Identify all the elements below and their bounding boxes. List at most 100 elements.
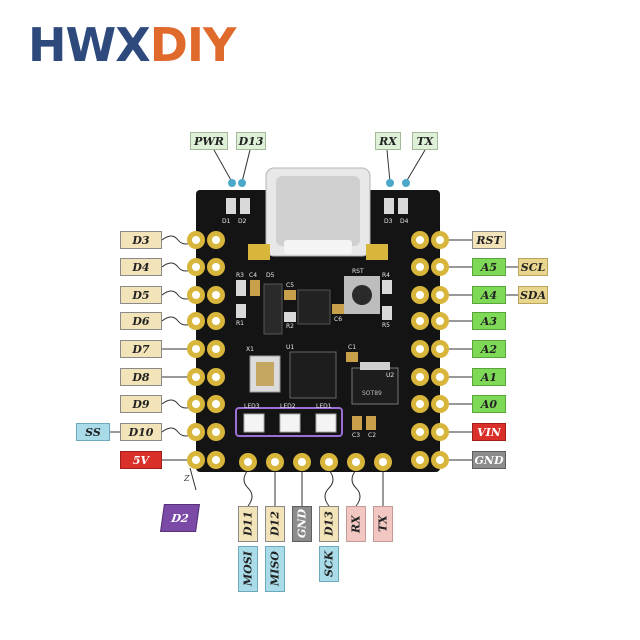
silk-u2: U2 <box>386 372 395 379</box>
silk-c1: C1 <box>348 344 357 351</box>
pad-inner-right-rst-hole <box>416 236 424 244</box>
top-leader-lines <box>213 149 426 183</box>
silk-c5: C5 <box>286 282 295 289</box>
led-d3 <box>384 198 394 214</box>
rgb-led3 <box>243 413 265 433</box>
tx-led-marker <box>402 179 410 187</box>
hwx-diy-logo: HWXDIY <box>28 18 236 72</box>
label-pwr: PWR <box>190 132 228 150</box>
pad-outer-right-vin-hole <box>436 428 444 436</box>
silk-led1: LED1 <box>316 403 332 410</box>
resistor-r2 <box>284 312 296 322</box>
pad-inner-left-5v-hole <box>212 456 220 464</box>
label-d7: D7 <box>120 340 162 358</box>
silk-led3: LED3 <box>244 403 260 410</box>
label-a2: A2 <box>472 340 506 358</box>
pad-inner-right-a4-hole <box>416 291 424 299</box>
silk-rst: RST <box>352 268 364 275</box>
right-pad-column <box>411 231 449 469</box>
label-a5: A5 <box>472 258 506 276</box>
bottom-leader-lines <box>189 467 384 507</box>
pwr-led-marker <box>228 179 236 187</box>
silk-r2: R2 <box>286 323 294 330</box>
label-miso: MISO <box>265 546 285 592</box>
led-d2 <box>240 198 250 214</box>
silk-c2: C2 <box>368 432 377 439</box>
capacitor-c6 <box>332 304 344 314</box>
pad-inner-left-d4-hole <box>212 263 220 271</box>
rgb-led1 <box>315 413 337 433</box>
silk-sot89: SOT89 <box>362 390 382 397</box>
silk-d3: D3 <box>384 218 393 225</box>
resistor-r4 <box>382 280 392 294</box>
left-pad-column <box>187 231 225 469</box>
resistor-r3 <box>236 280 246 296</box>
pad-outer-right-gnd-hole <box>436 456 444 464</box>
regulator-tab <box>360 362 390 370</box>
silk-c6: C6 <box>334 316 343 323</box>
label-d9: D9 <box>120 395 162 413</box>
label-a3: A3 <box>472 312 506 330</box>
diode-d5 <box>263 283 283 335</box>
pad-inner-right-a2-hole <box>416 345 424 353</box>
pad-outer-left-d4-hole <box>192 263 200 271</box>
resistor-r1 <box>236 304 246 318</box>
pad-outer-left-d3-hole <box>192 236 200 244</box>
pad-outer-left-d7-hole <box>192 345 200 353</box>
pad-outer-right-a3-hole <box>436 317 444 325</box>
silk-d1: D1 <box>222 218 231 225</box>
pad-outer-right-rst-hole <box>436 236 444 244</box>
label-rx-bottom: RX <box>346 506 366 542</box>
pad-outer-left-d8-hole <box>192 373 200 381</box>
label-z: Z <box>184 474 190 483</box>
label-d8: D8 <box>120 368 162 386</box>
label-d5: D5 <box>120 286 162 304</box>
logo-part-1: HWX <box>28 18 151 72</box>
label-rst: RST <box>472 231 506 249</box>
chip-u-regulator <box>297 289 331 325</box>
pad-bottom-d12-1-hole <box>271 458 279 466</box>
label-d13-bottom: D13 <box>319 506 339 542</box>
silk-r4: R4 <box>382 272 390 279</box>
pad-inner-right-a1-hole <box>416 373 424 381</box>
pad-inner-left-d8-hole <box>212 373 220 381</box>
label-scl: SCL <box>518 258 548 276</box>
pad-outer-right-a4-hole <box>436 291 444 299</box>
capacitor-c4 <box>250 280 260 296</box>
label-d10: D10 <box>120 423 162 441</box>
silk-d4: D4 <box>400 218 409 225</box>
silk-c4: C4 <box>249 272 258 279</box>
capacitor-c5 <box>284 290 296 300</box>
pad-outer-left-d9-hole <box>192 400 200 408</box>
d13-led-marker <box>238 179 246 187</box>
pad-inner-left-d5-hole <box>212 291 220 299</box>
silk-r1: R1 <box>236 320 244 327</box>
label-gnd-bottom: GND <box>292 506 312 542</box>
pad-inner-right-a3-hole <box>416 317 424 325</box>
pad-bottom-gnd-2-hole <box>298 458 306 466</box>
mcu-u1 <box>289 351 337 399</box>
reset-button-cap <box>352 285 372 305</box>
led-d4 <box>398 198 408 214</box>
pad-inner-right-gnd-hole <box>416 456 424 464</box>
label-d11: D11 <box>238 506 258 542</box>
label-rx-top: RX <box>375 132 401 150</box>
pad-outer-left-5v-hole <box>192 456 200 464</box>
label-5v: 5V <box>120 451 162 469</box>
label-sck: SCK <box>319 546 339 582</box>
label-a1: A1 <box>472 368 506 386</box>
pad-bottom-d11-0-hole <box>244 458 252 466</box>
usb-shield-pad-right <box>366 244 388 260</box>
usb-shield-pad-left <box>248 244 270 260</box>
label-d13-top: D13 <box>236 132 266 150</box>
capacitor-c2 <box>366 416 376 430</box>
label-mosi: MOSI <box>238 546 258 592</box>
label-tx-top: TX <box>412 132 438 150</box>
usb-c-tongue <box>284 240 352 254</box>
pad-bottom-rx-4-hole <box>352 458 360 466</box>
pad-inner-left-d6-hole <box>212 317 220 325</box>
pad-outer-right-a0-hole <box>436 400 444 408</box>
silk-c3: C3 <box>352 432 361 439</box>
silk-r5: R5 <box>382 322 390 329</box>
